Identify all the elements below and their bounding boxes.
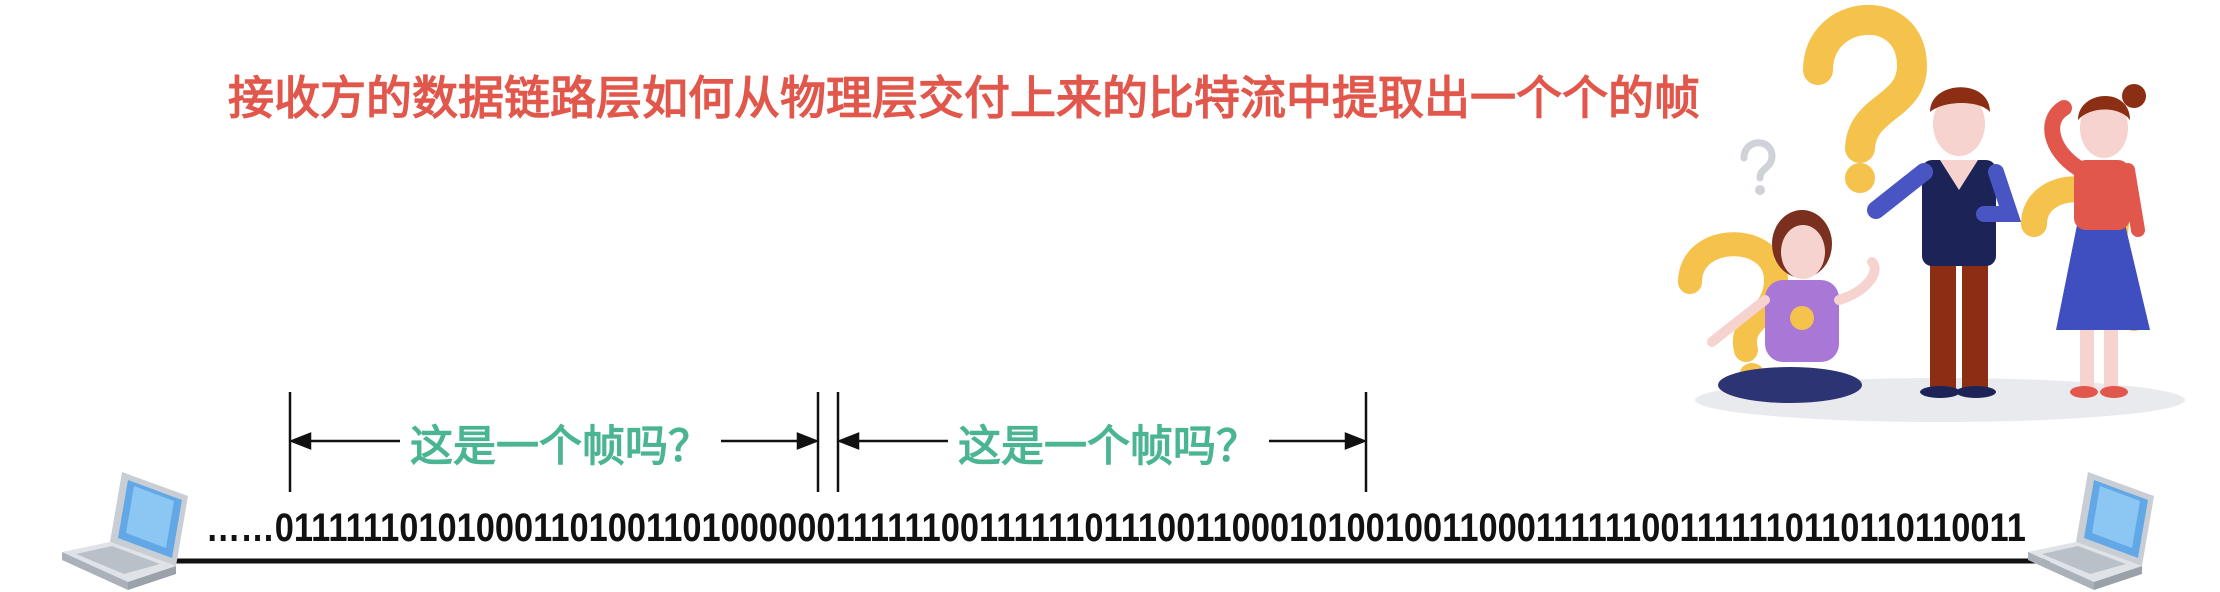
page-title: 接收方的数据链路层如何从物理层交付上来的比特流中提取出一个个的帧 <box>228 71 1700 125</box>
confused-people-illustration <box>1678 4 2185 422</box>
frame-question-label-1: 这是一个帧吗？ <box>400 412 721 474</box>
frame-question-label-2: 这是一个帧吗？ <box>948 412 1269 474</box>
bitstream-text: ……01111110101000110100110100000011111100… <box>206 506 2026 550</box>
laptop-left-icon <box>62 472 188 590</box>
laptop-right-icon <box>2028 472 2154 590</box>
